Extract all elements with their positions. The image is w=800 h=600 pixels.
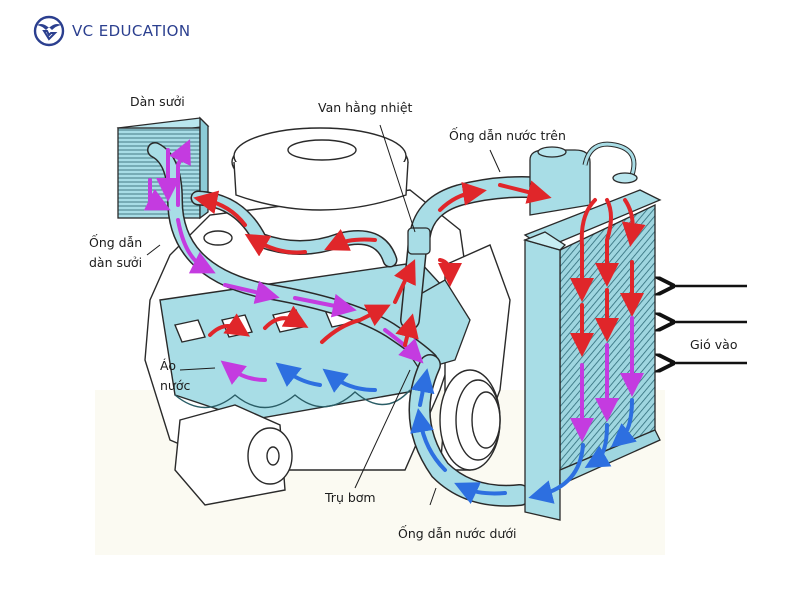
label-heater-core: Dàn sưởi xyxy=(130,94,185,109)
label-upper-hose: Ống dẫn nước trên xyxy=(449,128,566,143)
flow-arrow xyxy=(393,259,416,304)
flow-arrow xyxy=(395,313,419,347)
flow-arrow xyxy=(320,304,391,344)
label-air-intake: Gió vào xyxy=(690,337,738,352)
air-intake-arrows xyxy=(670,286,747,363)
flow-arrow xyxy=(208,313,250,337)
flow-arrow xyxy=(244,233,307,257)
leader-lines xyxy=(146,124,501,506)
label-heater-hose-line1: Ống dẫn xyxy=(89,235,143,250)
flow-arrow xyxy=(176,218,216,274)
flow-arrow xyxy=(410,408,447,472)
vc-eagle-shield-icon xyxy=(33,15,65,47)
flow-arrow xyxy=(610,398,637,448)
brand-name: VC EDUCATION xyxy=(72,22,191,40)
flow-arrow xyxy=(528,443,585,504)
flow-arrow xyxy=(193,190,247,227)
flow-arrow xyxy=(220,360,267,385)
flow-arrow xyxy=(143,178,171,211)
flow-arrow xyxy=(595,198,619,287)
flow-arrow xyxy=(570,198,597,302)
label-water-jacket-line2: nước xyxy=(160,378,191,393)
flow-arrow xyxy=(498,180,552,204)
label-water-jacket-line1: Áo xyxy=(160,358,176,373)
label-water-pump: Trụ bơm xyxy=(325,490,376,505)
flow-arrow xyxy=(275,362,322,387)
flow-arrow xyxy=(322,368,377,393)
flow-arrow xyxy=(410,368,435,407)
label-lower-hose: Ống dẫn nước dưới xyxy=(398,526,517,541)
flow-arrow xyxy=(223,280,280,304)
flow-arrow xyxy=(438,181,487,212)
flow-arrow xyxy=(263,305,309,330)
flow-arrow xyxy=(621,198,646,247)
flow-arrow xyxy=(293,293,357,318)
flow-arrow xyxy=(437,258,462,287)
flow-arrow xyxy=(383,328,424,364)
flow-arrows xyxy=(143,139,646,504)
flow-arrow xyxy=(584,423,612,469)
thermostat xyxy=(407,227,431,255)
brand-logo: VC EDUCATION xyxy=(32,14,191,48)
flow-arrow xyxy=(324,229,377,251)
label-heater-hose-line2: dàn sưởi xyxy=(89,255,143,270)
flow-arrow xyxy=(454,482,507,504)
label-thermostat: Van hằng nhiệt xyxy=(318,100,413,115)
